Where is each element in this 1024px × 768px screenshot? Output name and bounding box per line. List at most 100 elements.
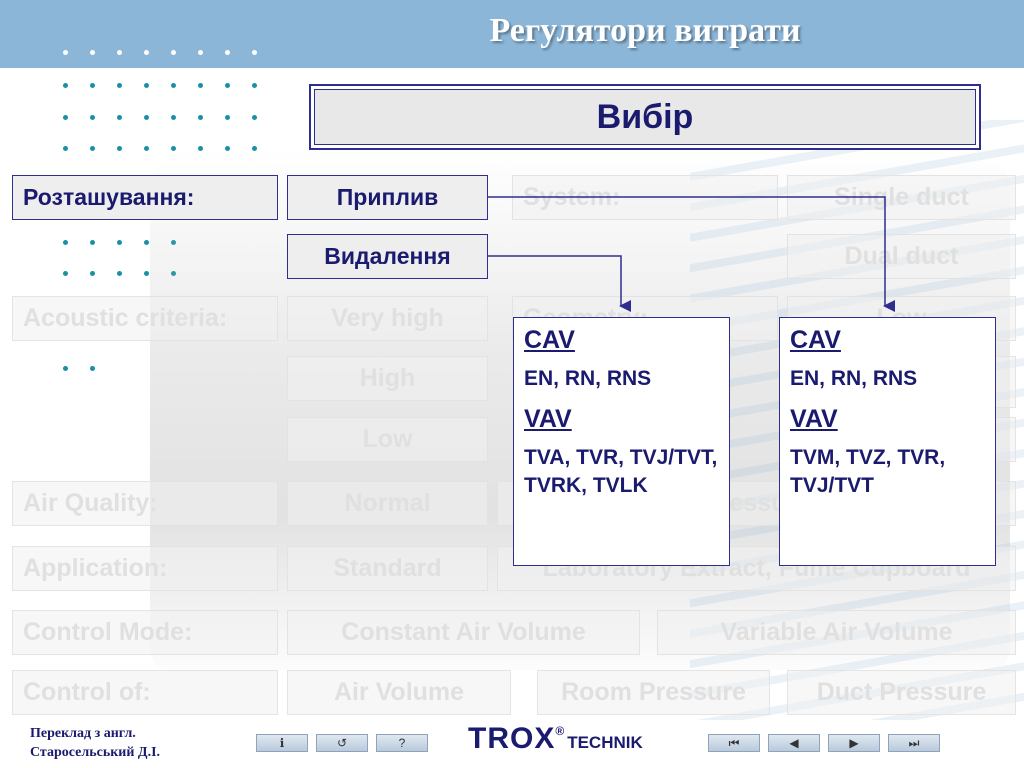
- first-slide-button[interactable]: ⏮: [708, 734, 760, 752]
- option-single-duct[interactable]: Single duct: [787, 175, 1016, 220]
- cav-title: CAV: [790, 326, 841, 354]
- location-label: Розташування:: [12, 175, 278, 220]
- option-low[interactable]: Low: [287, 417, 488, 462]
- decorative-dot: [171, 271, 176, 276]
- result-extract: CAV EN, RN, RNS VAV TVA, TVR, TVJ/TVT, T…: [513, 317, 730, 566]
- decorative-dot: [90, 50, 95, 55]
- decorative-dot: [171, 50, 176, 55]
- vav-title: VAV: [524, 405, 572, 433]
- credit-line-1: Переклад з англ.: [30, 726, 136, 741]
- option-supply[interactable]: Приплив: [287, 175, 488, 220]
- last-slide-button[interactable]: ⏭: [888, 734, 940, 752]
- decorative-dot: [225, 115, 230, 120]
- decorative-dot: [90, 146, 95, 151]
- decorative-dot: [63, 271, 68, 276]
- option-standard[interactable]: Standard: [287, 546, 488, 591]
- cav-items: EN, RN, RNS: [524, 367, 652, 390]
- decorative-dot: [144, 115, 149, 120]
- prev-slide-button[interactable]: ◀: [768, 734, 820, 752]
- system-label: System:: [512, 175, 778, 220]
- decorative-dot: [252, 83, 257, 88]
- decorative-dot: [252, 146, 257, 151]
- decorative-dot: [198, 146, 203, 151]
- vav-items: TVA, TVR, TVJ/TVT, TVRK, TVLK: [524, 446, 718, 497]
- decorative-dot: [90, 115, 95, 120]
- selection-header: Вибір: [309, 84, 981, 150]
- decorative-dot: [117, 83, 122, 88]
- cav-title: CAV: [524, 326, 575, 354]
- decorative-dot: [117, 146, 122, 151]
- translation-credit: Переклад з англ. Старосельський Д.І.: [30, 724, 160, 762]
- header-bar: [0, 0, 1024, 68]
- option-duct-pressure[interactable]: Duct Pressure: [787, 670, 1016, 715]
- selection-title: Вибір: [314, 89, 976, 145]
- decorative-dot: [117, 271, 122, 276]
- info-button[interactable]: ℹ: [256, 734, 308, 752]
- decorative-dot: [225, 146, 230, 151]
- prev-icon: ◀: [789, 736, 799, 750]
- application-label: Application:: [12, 546, 278, 591]
- next-icon: ▶: [849, 736, 859, 750]
- help-button[interactable]: ?: [376, 734, 428, 752]
- decorative-dot: [225, 83, 230, 88]
- decorative-dot: [171, 240, 176, 245]
- decorative-dot: [90, 240, 95, 245]
- decorative-dot: [117, 115, 122, 120]
- decorative-dot: [63, 115, 68, 120]
- decorative-dot: [117, 240, 122, 245]
- decorative-dot: [198, 115, 203, 120]
- decorative-dot: [90, 366, 95, 371]
- decorative-dot: [144, 83, 149, 88]
- decorative-dot: [171, 115, 176, 120]
- acoustic-label: Acoustic criteria:: [12, 296, 278, 341]
- undo-icon: ↺: [336, 736, 348, 750]
- option-vav[interactable]: Variable Air Volume: [657, 610, 1016, 655]
- decorative-dot: [63, 146, 68, 151]
- page-title: Регулятори витрати: [489, 12, 801, 49]
- air-quality-label: Air Quality:: [12, 481, 278, 526]
- help-icon: ?: [398, 736, 406, 750]
- decorative-dot: [90, 83, 95, 88]
- last-icon: ⏭: [908, 735, 920, 750]
- option-normal[interactable]: Normal: [287, 481, 488, 526]
- trox-logo: TROX ® TECHNIK: [468, 722, 643, 754]
- next-slide-button[interactable]: ▶: [828, 734, 880, 752]
- option-very-high[interactable]: Very high: [287, 296, 488, 341]
- option-high[interactable]: High: [287, 356, 488, 401]
- first-icon: ⏮: [728, 735, 740, 750]
- info-icon: ℹ: [279, 736, 285, 750]
- decorative-dot: [63, 50, 68, 55]
- cav-items: EN, RN, RNS: [790, 367, 918, 390]
- logo-main: TROX: [468, 722, 556, 755]
- decorative-dot: [225, 50, 230, 55]
- option-dual-duct[interactable]: Dual duct: [787, 234, 1016, 279]
- decorative-dot: [144, 240, 149, 245]
- logo-reg: ®: [555, 724, 565, 738]
- decorative-dot: [63, 240, 68, 245]
- control-of-label: Control of:: [12, 670, 278, 715]
- decorative-dot: [171, 83, 176, 88]
- undo-button[interactable]: ↺: [316, 734, 368, 752]
- vav-title: VAV: [790, 405, 838, 433]
- control-mode-label: Control Mode:: [12, 610, 278, 655]
- decorative-dot: [144, 50, 149, 55]
- decorative-dot: [144, 146, 149, 151]
- option-extract[interactable]: Видалення: [287, 234, 488, 279]
- vav-items: TVM, TVZ, TVR, TVJ/TVT: [790, 446, 946, 497]
- decorative-dot: [198, 83, 203, 88]
- decorative-dot: [144, 271, 149, 276]
- decorative-dot: [63, 366, 68, 371]
- decorative-dot: [117, 50, 122, 55]
- result-supply: CAV EN, RN, RNS VAV TVM, TVZ, TVR, TVJ/T…: [779, 317, 996, 566]
- decorative-dot: [171, 146, 176, 151]
- decorative-dot: [63, 83, 68, 88]
- option-cav[interactable]: Constant Air Volume: [287, 610, 640, 655]
- logo-sub: TECHNIK: [567, 733, 643, 752]
- decorative-dot: [252, 115, 257, 120]
- credit-line-2: Старосельський Д.І.: [30, 745, 161, 760]
- option-room-pressure[interactable]: Room Pressure: [537, 670, 770, 715]
- option-air-volume[interactable]: Air Volume: [287, 670, 511, 715]
- decorative-dot: [90, 271, 95, 276]
- decorative-dot: [198, 50, 203, 55]
- decorative-dot: [252, 50, 257, 55]
